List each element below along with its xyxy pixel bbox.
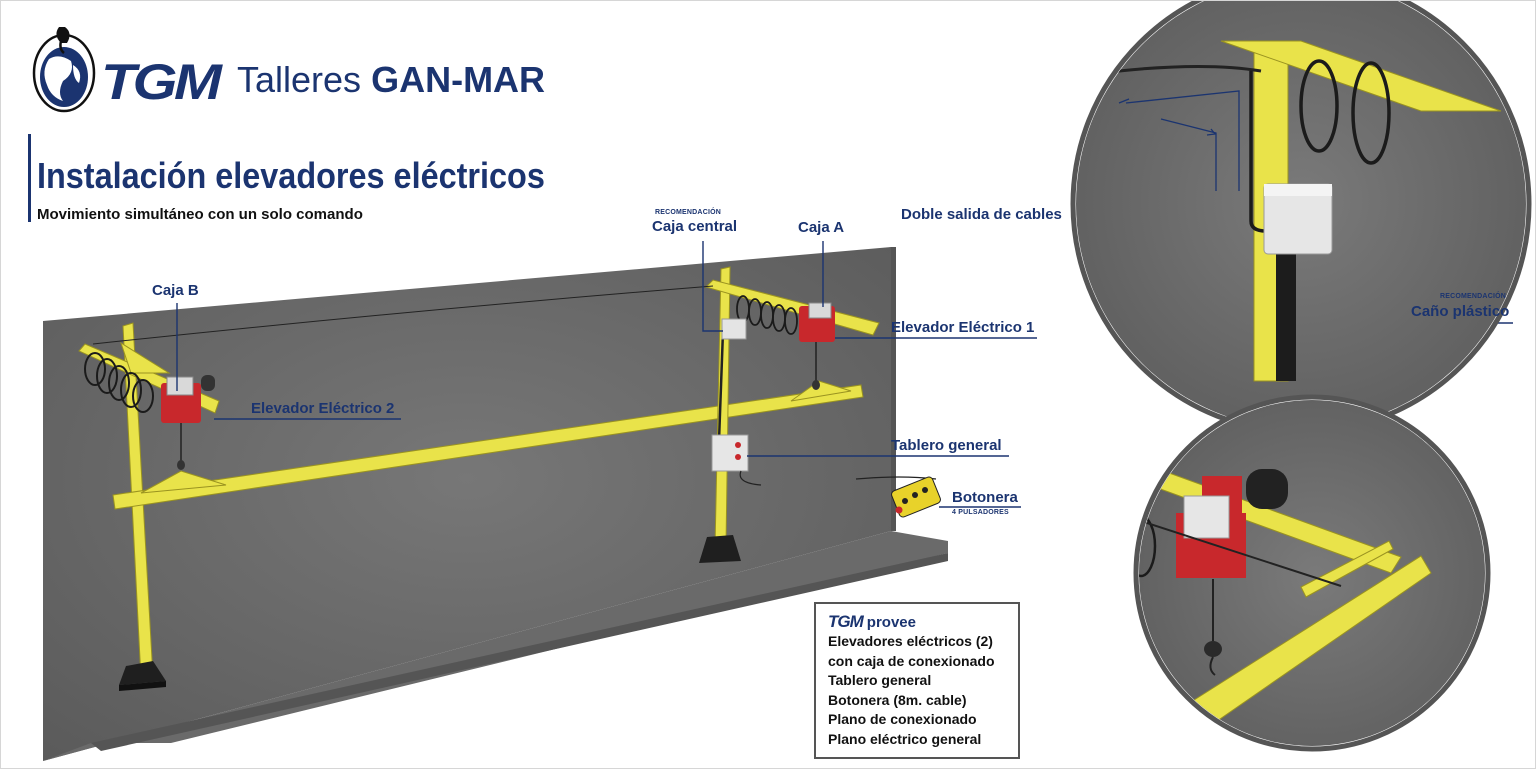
page-subtitle: Movimiento simultáneo con un solo comand… xyxy=(37,206,363,223)
label-caja-central: Caja central xyxy=(652,218,738,235)
provee-heading: TGM provee xyxy=(828,612,1008,632)
company-name: Talleres GAN-MAR xyxy=(237,59,545,101)
label-botonera-note: 4 PULSADORES xyxy=(952,509,1009,516)
label-caja-b: Caja B xyxy=(152,282,199,299)
company-brand: GAN-MAR xyxy=(371,59,546,100)
hoist-2 xyxy=(161,375,215,470)
provee-item: Plano eléctrico general xyxy=(828,730,982,747)
botonera xyxy=(855,476,941,518)
label-elevador-1: Elevador Eléctrico 1 xyxy=(891,319,1035,336)
label-caja-a: Caja A xyxy=(798,219,845,236)
provee-title: provee xyxy=(866,613,916,631)
long-beam xyxy=(112,380,864,510)
tablero-general xyxy=(711,434,762,486)
logo-wordmark: TGM xyxy=(101,54,222,110)
floor xyxy=(43,531,948,761)
wall xyxy=(43,247,896,761)
left-cable-coil xyxy=(84,352,154,413)
hoist-1 xyxy=(799,302,835,390)
label-cano-plastico: Caño plástico xyxy=(1411,303,1510,320)
provee-item: Elevadores eléctricos (2) xyxy=(828,633,993,649)
detail-bottom-content xyxy=(1139,400,1485,746)
detail-top-content xyxy=(1076,1,1526,429)
provee-item: Plano de conexionado xyxy=(828,711,977,727)
provee-item: Botonera (8m. cable) xyxy=(828,691,967,708)
central-box xyxy=(721,318,747,340)
provee-logo: TGM xyxy=(828,612,864,631)
company-prefix: Talleres xyxy=(237,59,362,100)
provee-box: TGM provee Elevadores eléctricos (2) con… xyxy=(814,602,1020,759)
provee-item: con caja de conexionado xyxy=(828,652,995,669)
label-botonera: Botonera xyxy=(952,489,1018,506)
title-accent-bar xyxy=(28,134,31,222)
label-tablero-general: Tablero general xyxy=(891,437,1002,454)
label-doble-salida: Doble salida de cables xyxy=(901,206,1062,223)
page-title: Instalación elevadores eléctricos xyxy=(37,155,545,196)
provee-item: Tablero general xyxy=(828,672,932,688)
label-caja-central-note: RECOMENDACIÓN xyxy=(655,209,721,216)
label-cano-note: RECOMENDACIÓN xyxy=(1440,293,1506,300)
globe-logo-icon xyxy=(32,27,96,113)
label-elevador-2: Elevador Eléctrico 2 xyxy=(251,400,395,417)
